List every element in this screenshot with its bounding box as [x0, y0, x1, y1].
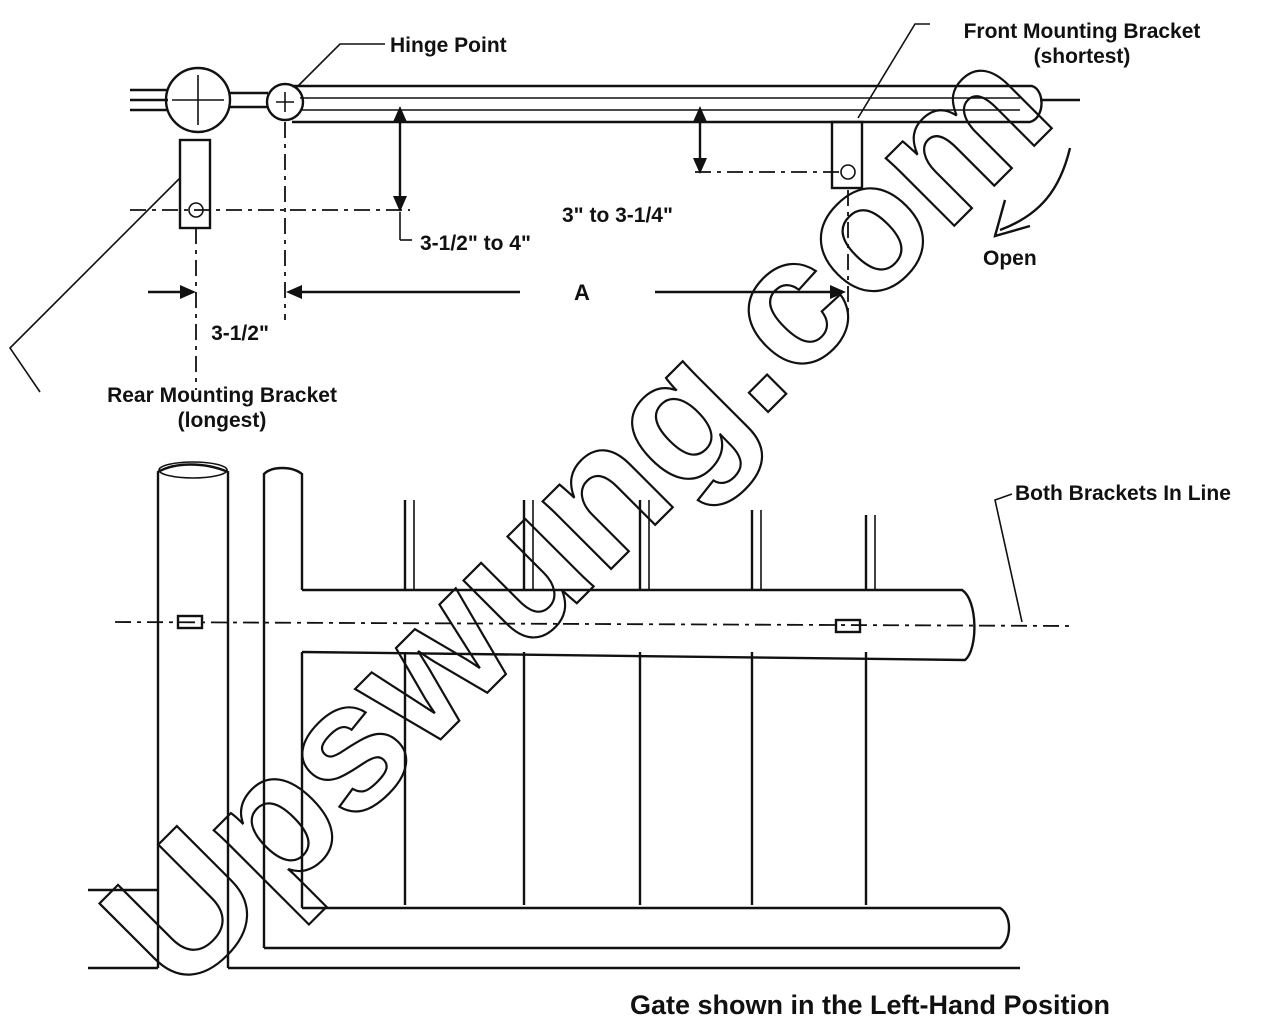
front-bracket-sublabel: (shortest): [1034, 45, 1131, 68]
watermark-text: Upswung.com: [64, 4, 1088, 1027]
rear-pivot-circle: [164, 66, 232, 134]
rear-drop-dimension: 3-1/2" to 4": [420, 232, 531, 255]
opener-plan-view: [8, 23, 1080, 393]
hinge-point-circle: [265, 82, 305, 122]
open-label: Open: [983, 247, 1037, 270]
gate-bottom-rail: [264, 906, 1011, 950]
rear-bracket-label: Rear Mounting Bracket: [107, 384, 337, 407]
dimension-a: A: [574, 280, 590, 305]
brackets-in-line-centerline: [114, 621, 1076, 627]
gate-frame-upright: [262, 466, 304, 948]
rear-mounting-bracket: [178, 138, 212, 230]
gate-bracket-slot: [834, 618, 862, 634]
gate-top-rail: [301, 588, 976, 662]
front-mounting-bracket: [830, 120, 864, 190]
hinge-point-label: Hinge Point: [390, 34, 507, 57]
opener-arm-tube: [292, 84, 1043, 124]
front-bracket-label: Front Mounting Bracket: [964, 20, 1201, 43]
gate-elevation-view: [88, 461, 1076, 970]
offset-dimension: 3-1/2": [211, 322, 269, 345]
open-direction-arrow: [999, 147, 1072, 232]
both-brackets-label: Both Brackets In Line: [1015, 482, 1231, 505]
diagram-caption: Gate shown in the Left-Hand Position: [630, 990, 1110, 1020]
rear-bracket-sublabel: (longest): [178, 409, 267, 432]
front-drop-dimension: 3" to 3-1/4": [562, 204, 673, 227]
